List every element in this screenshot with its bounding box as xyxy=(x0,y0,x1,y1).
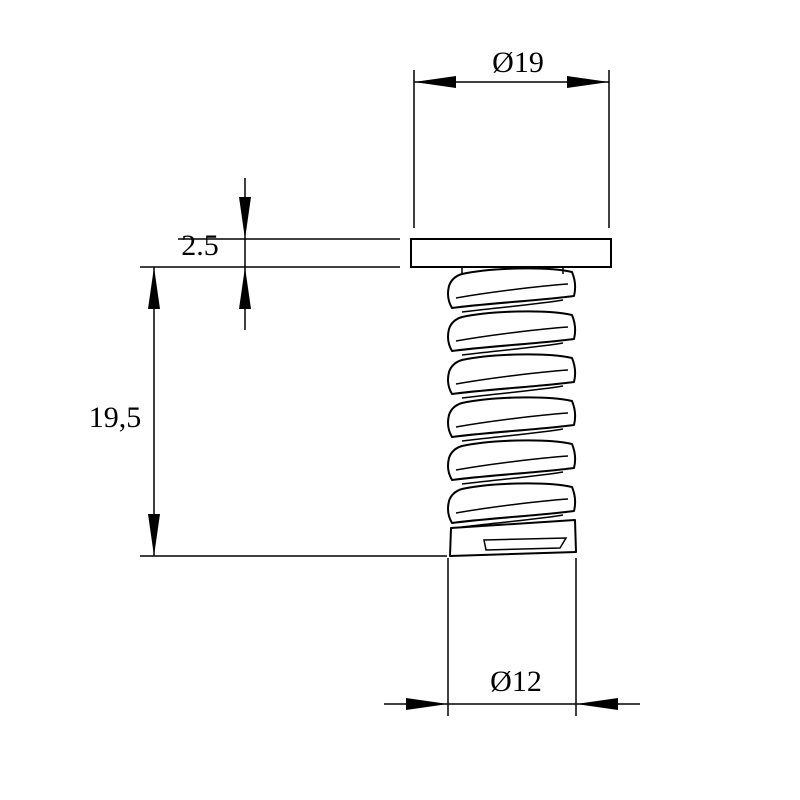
thread-turn xyxy=(447,482,577,524)
dimension-thread-diameter: Ø12 xyxy=(384,558,640,716)
arrow-right xyxy=(576,698,618,710)
thread-root-line xyxy=(461,299,564,313)
threaded-shank xyxy=(447,267,577,557)
thread-tip xyxy=(449,519,577,557)
thread-root-line xyxy=(461,471,564,485)
thread-turn xyxy=(447,310,577,352)
thread-crest-line xyxy=(455,498,569,514)
dimension-head-thickness: 2.5 xyxy=(140,178,400,330)
arrow-left xyxy=(406,698,448,710)
dimension-head-diameter: Ø19 xyxy=(413,46,610,228)
arrow-left xyxy=(414,76,456,88)
thread-root-line xyxy=(461,342,564,356)
thread-root-line xyxy=(461,428,564,442)
arrow-down xyxy=(239,197,251,239)
thread-turns xyxy=(447,267,577,528)
arrow-down xyxy=(148,514,160,556)
screw-head xyxy=(410,238,612,268)
thread-crest-line xyxy=(455,326,569,342)
thread-turn xyxy=(447,267,577,309)
thread-turn xyxy=(447,353,577,395)
thread-turn xyxy=(447,439,577,481)
thread-diameter-label: Ø12 xyxy=(490,665,542,698)
arrow-right xyxy=(567,76,609,88)
thread-turn xyxy=(447,396,577,438)
thread-crest-line xyxy=(455,412,569,428)
head-thickness-label: 2.5 xyxy=(181,229,219,262)
thread-crest-line xyxy=(455,283,569,299)
arrow-up xyxy=(148,267,160,309)
thread-tip-slot xyxy=(483,537,568,551)
thread-length-label: 19,5 xyxy=(89,401,142,434)
thread-root-line xyxy=(461,385,564,399)
arrow-up xyxy=(239,267,251,309)
thread-crest-line xyxy=(455,455,569,471)
dimension-thread-length: 19,5 xyxy=(89,267,447,557)
head-diameter-label: Ø19 xyxy=(492,46,544,79)
thread-crest-line xyxy=(455,369,569,385)
